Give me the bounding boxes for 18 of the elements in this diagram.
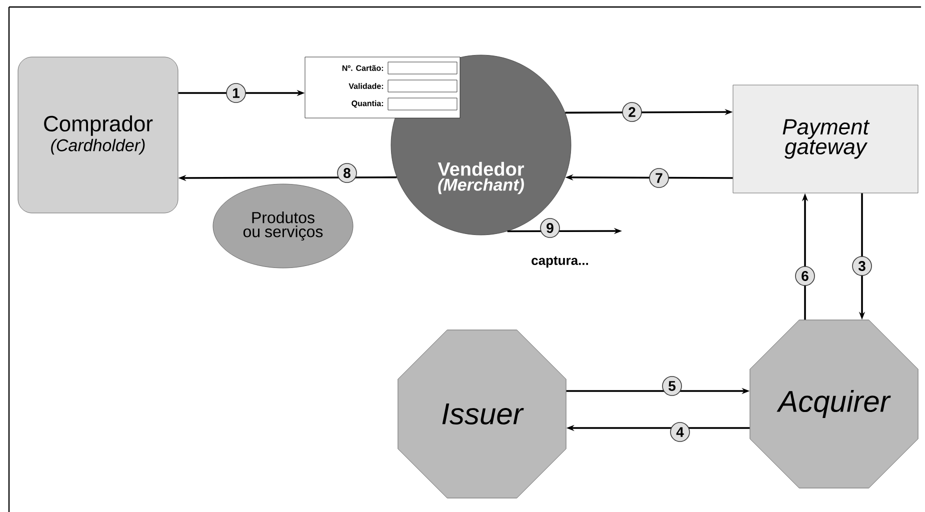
- step-number: 5: [662, 376, 682, 396]
- step-number: 6: [795, 266, 815, 286]
- step-number: 3: [852, 256, 872, 276]
- step-number: 7: [649, 168, 669, 188]
- step-number: 9: [540, 218, 560, 238]
- step-number: 4: [670, 422, 690, 442]
- box: Payment gateway: [732, 84, 918, 194]
- caption-text: captura...: [532, 256, 588, 268]
- octagon: Issuer: [398, 330, 566, 498]
- step-number: 2: [622, 102, 642, 122]
- field-label: Nº. Cartão:: [342, 65, 384, 71]
- step-number: 8: [337, 163, 357, 183]
- octagon: Acquirer: [750, 320, 918, 488]
- circle-text: Vendedor (Merchant): [438, 162, 524, 194]
- step-number: 1: [226, 83, 246, 103]
- field-label: Validade:: [348, 83, 384, 89]
- field-label: Quantia:: [352, 100, 384, 108]
- rounded-box: Comprador (Cardholder): [18, 56, 178, 214]
